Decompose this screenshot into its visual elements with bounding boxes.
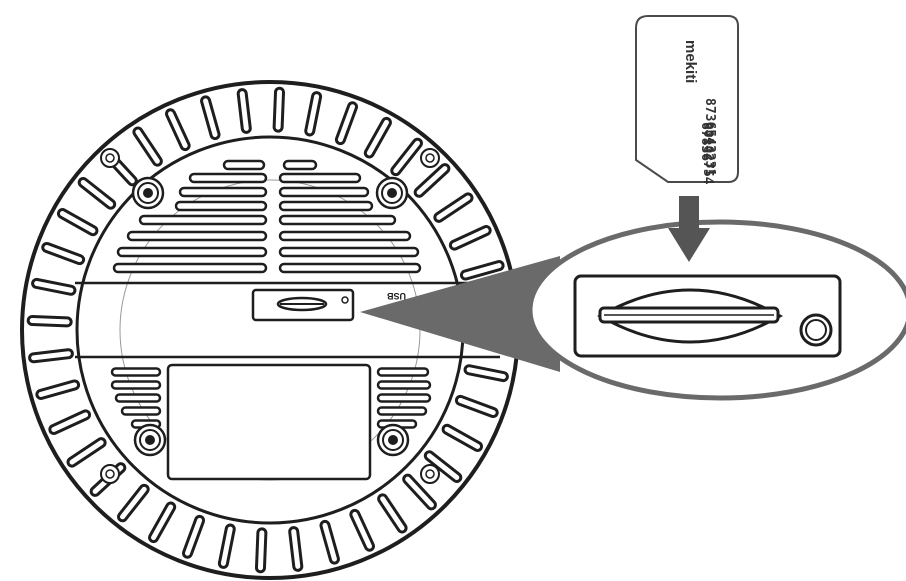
sim-card: mekiti 8736543231 90102754 67836 xyxy=(635,15,739,185)
vent-slot-inner xyxy=(436,195,471,220)
zoom-pointer xyxy=(360,256,560,372)
sim-number-line-3: 67836 xyxy=(698,122,713,161)
grille-slot xyxy=(110,367,162,377)
label-plate xyxy=(166,363,372,481)
device-bottom-view: USB xyxy=(20,80,520,580)
grille-slot xyxy=(376,380,432,390)
grille-slot xyxy=(278,214,397,226)
grille-slot xyxy=(278,200,374,212)
stud-icon xyxy=(100,148,120,168)
sim-number-line-1: 8736543231 xyxy=(702,98,717,176)
vent-slot-inner xyxy=(416,166,448,195)
vent-slot-inner xyxy=(44,244,83,263)
vent-slot-inner xyxy=(451,228,489,248)
vent-slot-inner xyxy=(307,94,320,134)
grille-slot xyxy=(188,172,268,184)
port-label: USB xyxy=(386,291,406,301)
grille-slot xyxy=(112,262,268,274)
vent-slot-inner xyxy=(38,382,78,397)
grille-slot xyxy=(174,200,268,212)
grille-slot xyxy=(278,246,420,258)
stud-icon xyxy=(420,464,440,484)
grille-slot xyxy=(376,393,432,403)
vent-slot-inner xyxy=(220,526,233,566)
vent-slot-inner xyxy=(466,367,506,380)
sim-number-line-2: 90102754 xyxy=(700,122,715,185)
vent-slot-inner xyxy=(31,351,71,361)
vent-slot-inner xyxy=(462,263,502,278)
vent-slot-inner xyxy=(59,211,96,234)
vent-slot-inner xyxy=(135,129,160,164)
screw-icon xyxy=(375,176,409,210)
grille-slot xyxy=(376,367,430,377)
vent-slot-inner xyxy=(168,111,188,149)
vent-slot-inner xyxy=(80,180,114,207)
screw-icon xyxy=(376,423,410,457)
grille-slot xyxy=(120,406,162,416)
led-icon xyxy=(341,296,349,304)
led-icon xyxy=(799,313,833,347)
grille-slot xyxy=(178,186,268,198)
vent-slot-inner xyxy=(337,104,356,143)
grille-slot xyxy=(138,214,268,226)
grille-slot xyxy=(110,380,162,390)
vent-slot-inner xyxy=(120,486,147,520)
screws xyxy=(131,176,410,457)
vent-slot-inner xyxy=(366,119,389,156)
grille-slot xyxy=(278,262,422,274)
down-arrow-icon xyxy=(668,196,710,262)
vent-slot-inner xyxy=(34,280,74,293)
vent-slot-inner xyxy=(29,317,70,325)
device-sim-slot xyxy=(251,288,355,322)
vent-slot-inner xyxy=(51,412,89,432)
vent-slot-inner xyxy=(184,517,203,556)
upper-vent-grille xyxy=(112,159,422,274)
vent-slot-inner xyxy=(257,530,265,571)
screw-icon xyxy=(133,423,167,457)
vent-slot-inner xyxy=(239,91,249,131)
sim-brand: mekiti xyxy=(682,40,699,83)
vent-slot-inner xyxy=(322,522,337,562)
stud-icon xyxy=(100,464,120,484)
grille-slot xyxy=(278,230,412,242)
screw-icon xyxy=(131,176,165,210)
grille-slot xyxy=(278,186,370,198)
grille-slot xyxy=(126,230,268,242)
grille-slot xyxy=(282,159,318,171)
sim-card-outline xyxy=(635,15,739,183)
vent-slot-inner xyxy=(444,426,481,449)
vent-slot-inner xyxy=(291,529,301,569)
vent-slot-inner xyxy=(275,89,283,130)
vent-slot-inner xyxy=(151,504,174,541)
vent-slot-inner xyxy=(426,453,460,480)
vent-slot-inner xyxy=(380,496,405,531)
vent-slot-inner xyxy=(393,140,420,174)
stud-icon xyxy=(420,148,440,168)
vent-slot-inner xyxy=(69,440,104,465)
grille-slot xyxy=(222,159,266,171)
rim-studs xyxy=(100,148,440,484)
vent-slot-inner xyxy=(457,397,496,416)
zoom-callout xyxy=(527,219,906,401)
grille-slot xyxy=(116,246,268,258)
vent-slot-inner xyxy=(203,98,218,138)
grille-slot xyxy=(376,406,428,416)
grille-slot xyxy=(278,172,362,184)
vent-slot-inner xyxy=(352,511,372,549)
vent-slot-inner xyxy=(405,476,434,508)
grille-slot xyxy=(114,393,162,403)
